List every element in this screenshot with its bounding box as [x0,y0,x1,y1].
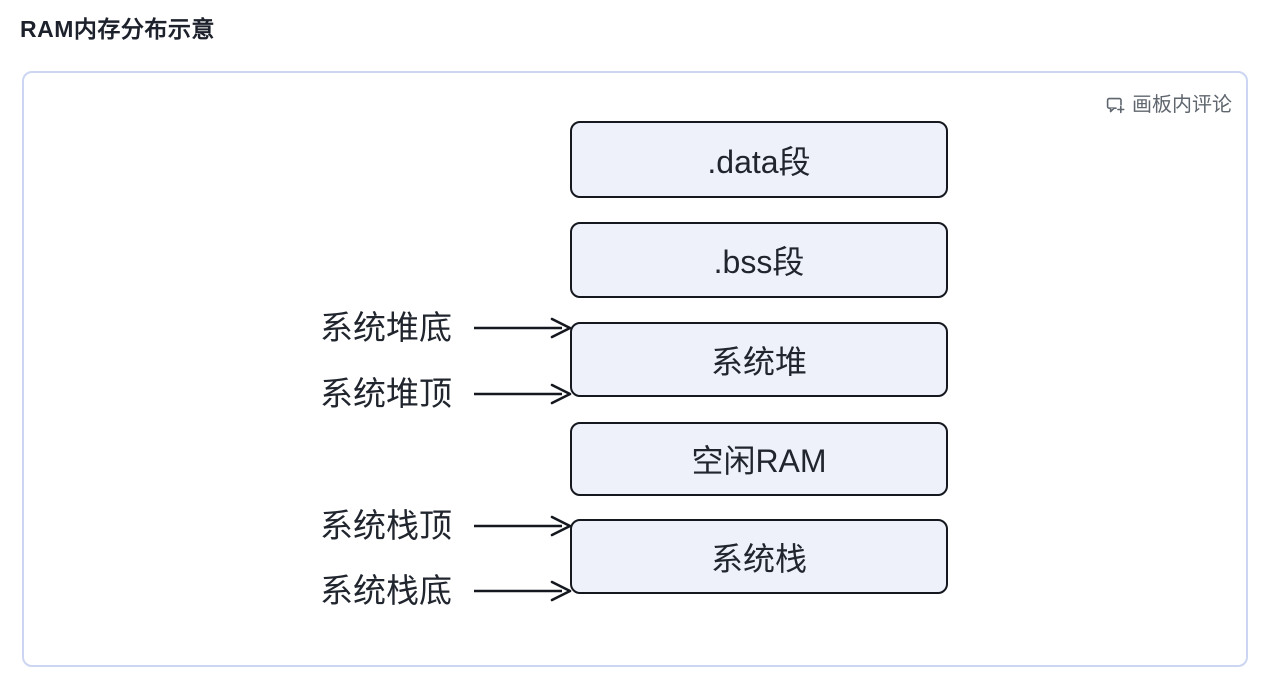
arrow-right-icon [474,578,572,604]
memory-box-free-ram[interactable]: 空闲RAM [570,422,948,496]
memory-box-label: .data段 [707,143,811,180]
memory-box-data-segment[interactable]: .data段 [570,121,948,198]
memory-box-label: .bss段 [713,244,805,280]
memory-box-system-stack[interactable]: 系统栈 [570,519,948,594]
arrow-right-icon [474,381,572,407]
memory-box-label: 空闲RAM [691,443,827,479]
comment-button-label: 画板内评论 [1132,94,1232,116]
memory-box-label: 系统栈 [710,540,807,577]
memory-box-bss-segment[interactable]: .bss段 [570,222,948,298]
annotation-label-heap-bottom[interactable]: 系统堆底 [320,309,452,346]
annotation-label-stack-bottom[interactable]: 系统栈底 [320,572,452,609]
arrow-right-icon [474,315,572,341]
comment-plus-icon [1106,97,1125,114]
annotation-label-stack-top[interactable]: 系统栈顶 [320,507,452,544]
memory-box-label: 系统堆 [710,343,807,380]
page-title: RAM内存分布示意 [20,16,215,42]
memory-box-system-heap[interactable]: 系统堆 [570,322,948,397]
annotation-label-heap-top[interactable]: 系统堆顶 [320,375,452,412]
arrow-right-icon [474,513,572,539]
whiteboard-canvas-panel: 画板内评论 .data段 .bss段 系统堆 空闲RAM 系统栈 系统堆底 系统… [22,71,1248,667]
canvas-comment-button[interactable]: 画板内评论 [1106,93,1232,117]
